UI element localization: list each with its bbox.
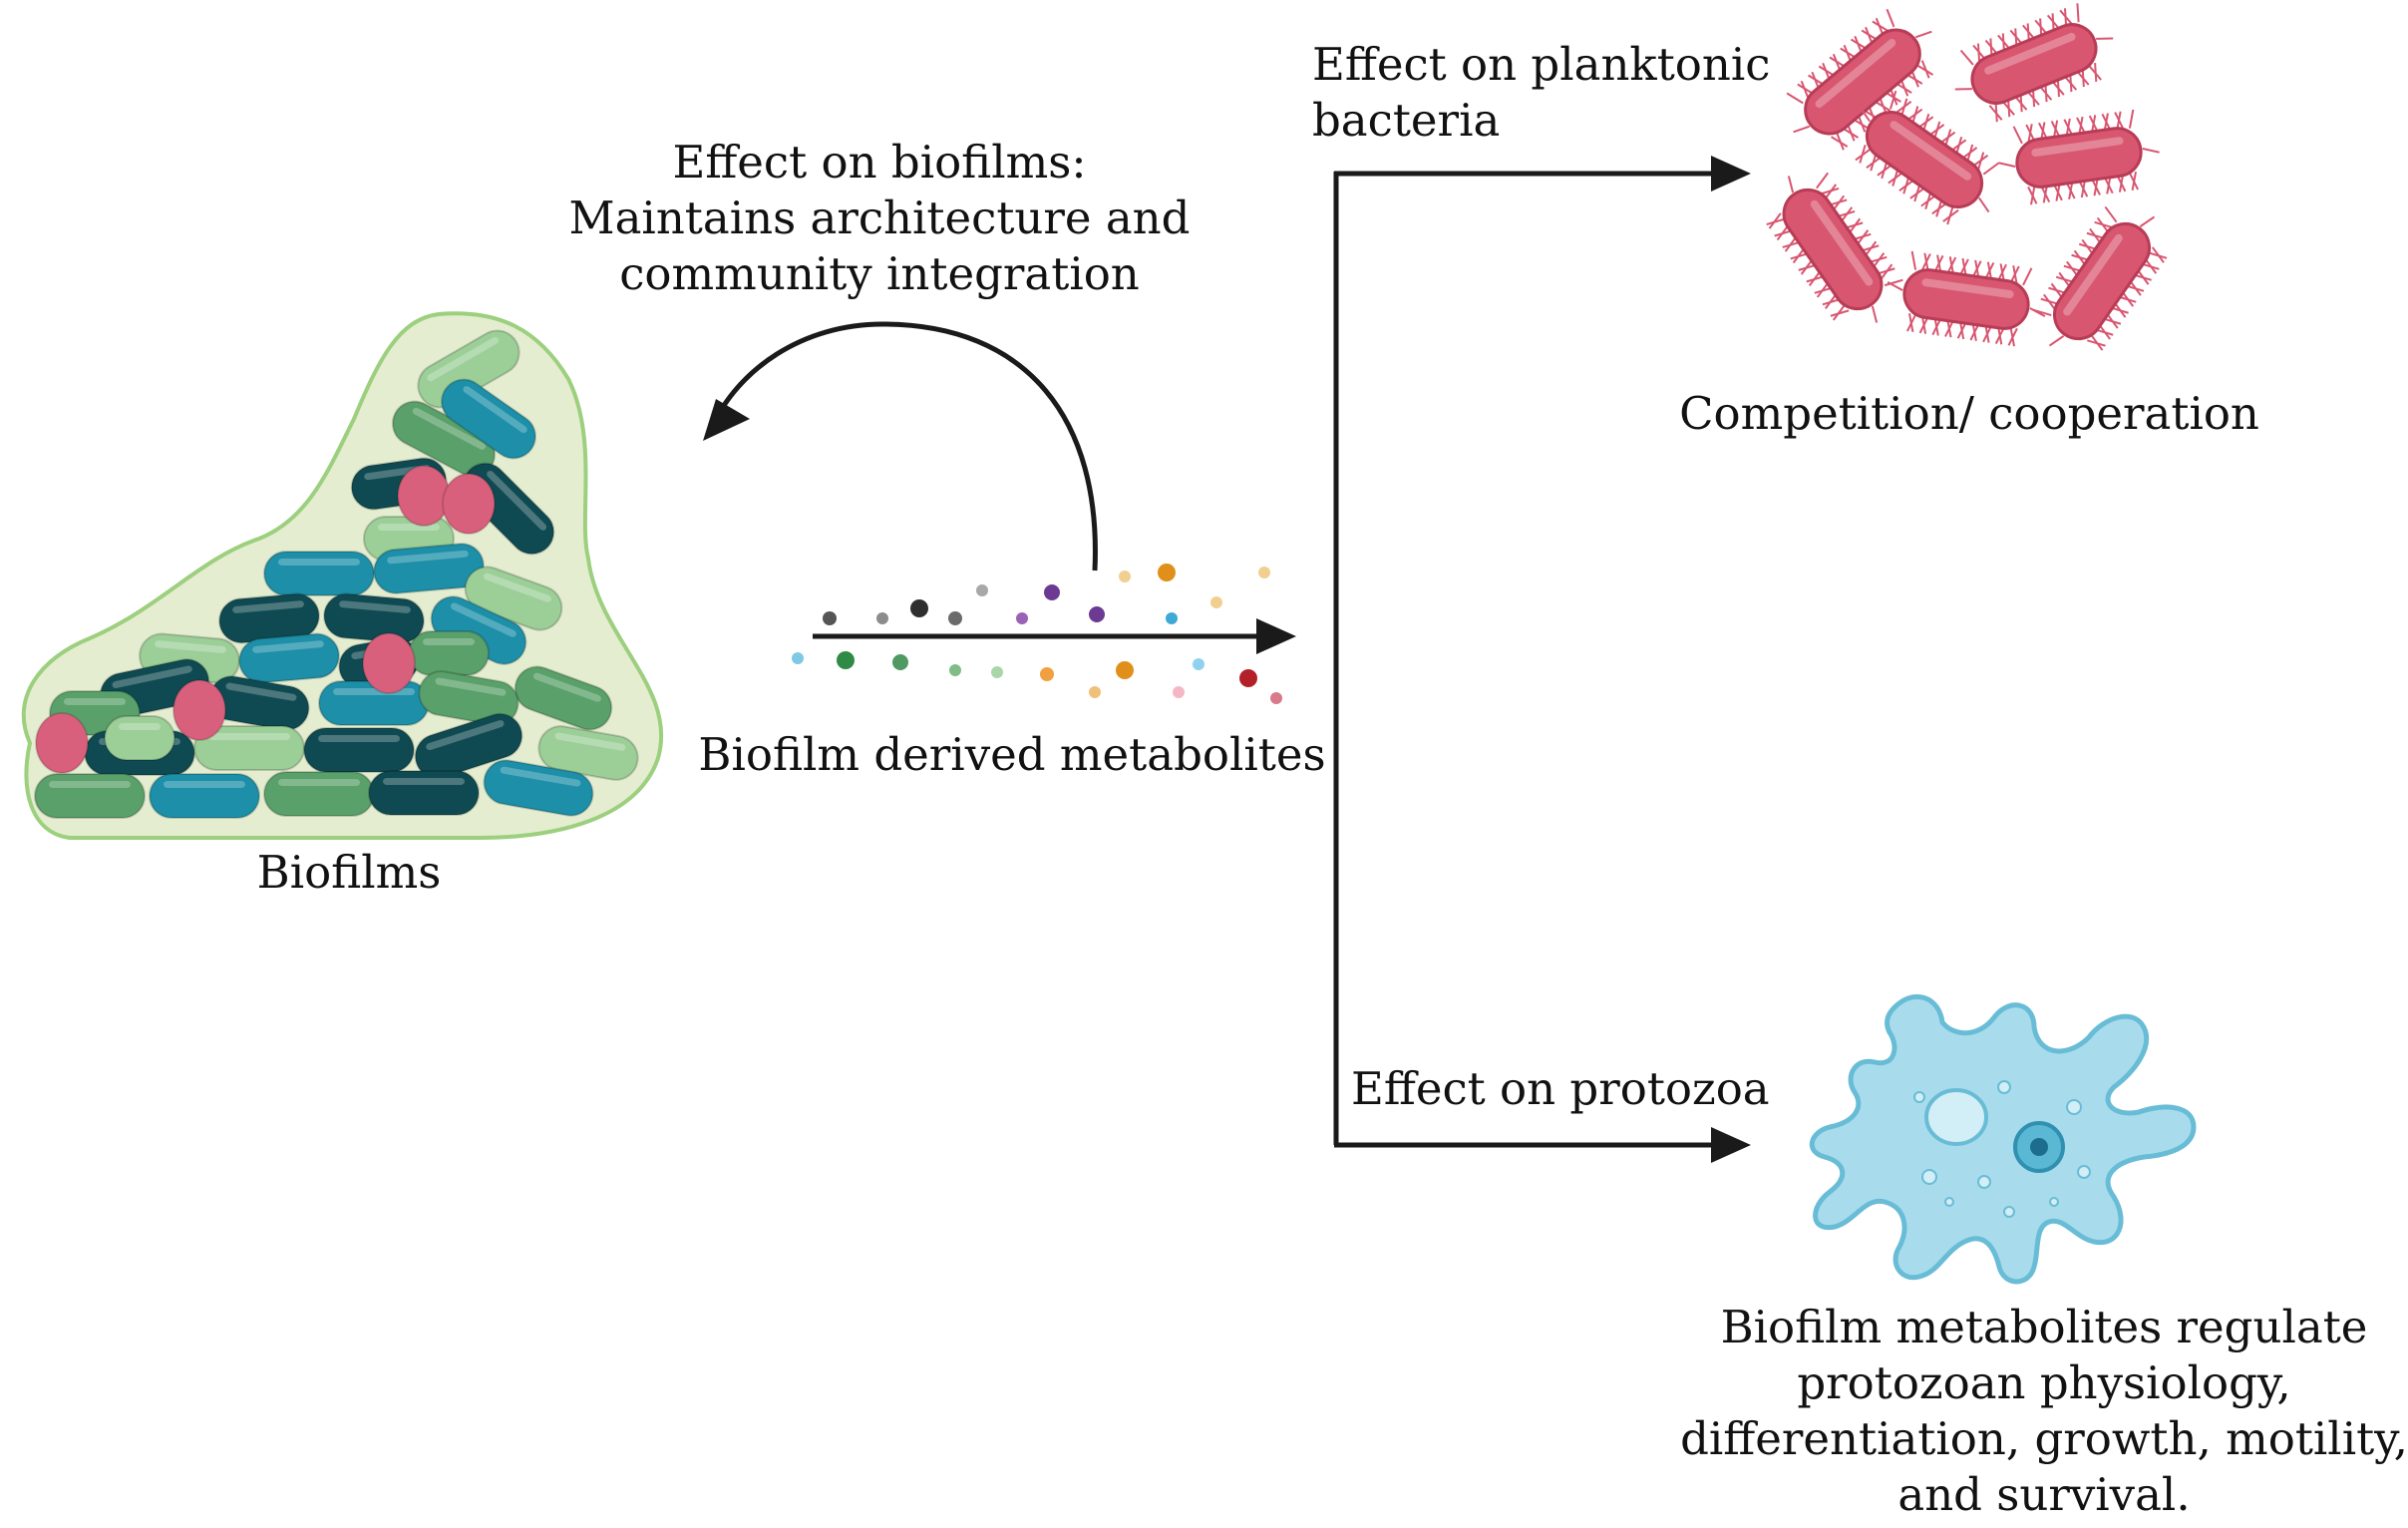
metabolites-arrowhead	[1256, 618, 1296, 654]
metabolite-dot	[1166, 612, 1178, 624]
biofilm-coccus	[397, 465, 451, 527]
protozoa-desc-line-1: Biofilm metabolites regulate	[1721, 1301, 2368, 1353]
amoeba-body	[1810, 993, 2197, 1285]
metabolite-dot	[837, 651, 855, 669]
biofilms-effect-line-1: Effect on biofilms:	[672, 136, 1086, 189]
biofilm-rod	[483, 759, 594, 817]
metabolite-dot	[876, 612, 888, 624]
protozoa-desc-line-3: differentiation, growth, motility,	[1680, 1412, 2408, 1465]
metabolite-dot	[991, 666, 1003, 678]
biofilm-rod	[104, 715, 175, 761]
metabolite-dot	[892, 654, 908, 670]
metabolite-dot	[1089, 686, 1101, 698]
protozoa-desc-line-4: and survival.	[1897, 1468, 2190, 1521]
planktonic-effect-line-2: bacteria	[1312, 94, 1500, 147]
biofilm-rod	[537, 725, 639, 781]
curved-arrowhead	[703, 399, 750, 441]
amoeba-vacuole	[1924, 1088, 1988, 1146]
metabolite-dot	[1173, 686, 1185, 698]
metabolite-dot	[949, 664, 961, 676]
metabolite-dot	[1119, 571, 1131, 582]
biofilm-rod	[418, 670, 519, 726]
metabolite-dot	[910, 599, 928, 617]
biofilm-rod	[414, 712, 523, 780]
biofilm-rod	[441, 378, 536, 460]
biofilm-rods	[34, 329, 639, 819]
biofilms-effect-line-2: Maintains architecture and	[569, 191, 1191, 244]
biofilm-rod	[514, 665, 613, 731]
biofilm-rod	[263, 771, 375, 817]
competition-label: Competition/ cooperation	[1679, 387, 2259, 440]
branch-to-bacteria-arrowhead	[1711, 156, 1751, 191]
biofilm-coccus	[35, 712, 89, 774]
bacterium	[1998, 109, 2160, 205]
biofilm-rod	[303, 727, 415, 773]
metabolite-dot	[1158, 564, 1176, 581]
biofilm-rod	[34, 773, 146, 819]
planktonic-bacteria-icon	[1766, 3, 2168, 351]
metabolite-dot	[1270, 692, 1282, 704]
bacterium	[1766, 172, 1903, 323]
bacterium	[1887, 250, 2046, 347]
biofilm-rod	[323, 592, 425, 644]
biofilm-rod	[193, 725, 305, 771]
metabolite-dot	[948, 611, 962, 625]
metabolite-dot	[1089, 606, 1105, 622]
branch-to-protozoa-arrowhead	[1711, 1127, 1751, 1163]
metabolite-dot	[1258, 567, 1270, 578]
bacterium	[1954, 3, 2114, 123]
biofilm-rod	[238, 632, 340, 684]
biofilm-rod	[408, 630, 490, 676]
metabolite-dot	[976, 584, 988, 596]
biofilm-coccus	[172, 679, 226, 741]
bacterium	[2032, 205, 2168, 351]
metabolite-dot	[1116, 661, 1134, 679]
biofilm-rod	[149, 773, 260, 819]
amoeba-icon	[1810, 993, 2197, 1285]
biofilm-rod	[373, 543, 485, 594]
metabolite-dots-icon	[792, 564, 1282, 704]
metabolite-dot	[1016, 612, 1028, 624]
protozoa-effect-label: Effect on protozoa	[1351, 1062, 1770, 1115]
curved-arrow-to-biofilms	[708, 321, 1098, 572]
biofilms-effect-line-3: community integration	[619, 247, 1140, 300]
planktonic-effect-line-1: Effect on planktonic	[1312, 38, 1770, 91]
metabolites-label: Biofilm derived metabolites	[698, 728, 1325, 781]
biofilm-cluster-icon	[21, 311, 664, 840]
biofilm-rod	[263, 551, 375, 596]
metabolite-dot	[1210, 596, 1222, 608]
metabolite-dot	[1193, 658, 1204, 670]
bacterium	[1855, 90, 2000, 225]
metabolite-dot	[1040, 667, 1054, 681]
protozoa-desc-line-2: protozoan physiology,	[1797, 1356, 2290, 1409]
biofilm-coccus	[362, 632, 416, 694]
biofilm-rod	[368, 770, 480, 816]
metabolite-dot	[1044, 584, 1060, 600]
metabolite-dot	[1239, 669, 1257, 687]
amoeba-nucleolus	[2030, 1138, 2048, 1156]
metabolite-dot	[823, 611, 837, 625]
biofilms-label: Biofilms	[257, 846, 442, 899]
metabolite-dot	[792, 652, 804, 664]
bacterium	[1786, 8, 1934, 151]
biofilm-coccus	[442, 473, 496, 535]
